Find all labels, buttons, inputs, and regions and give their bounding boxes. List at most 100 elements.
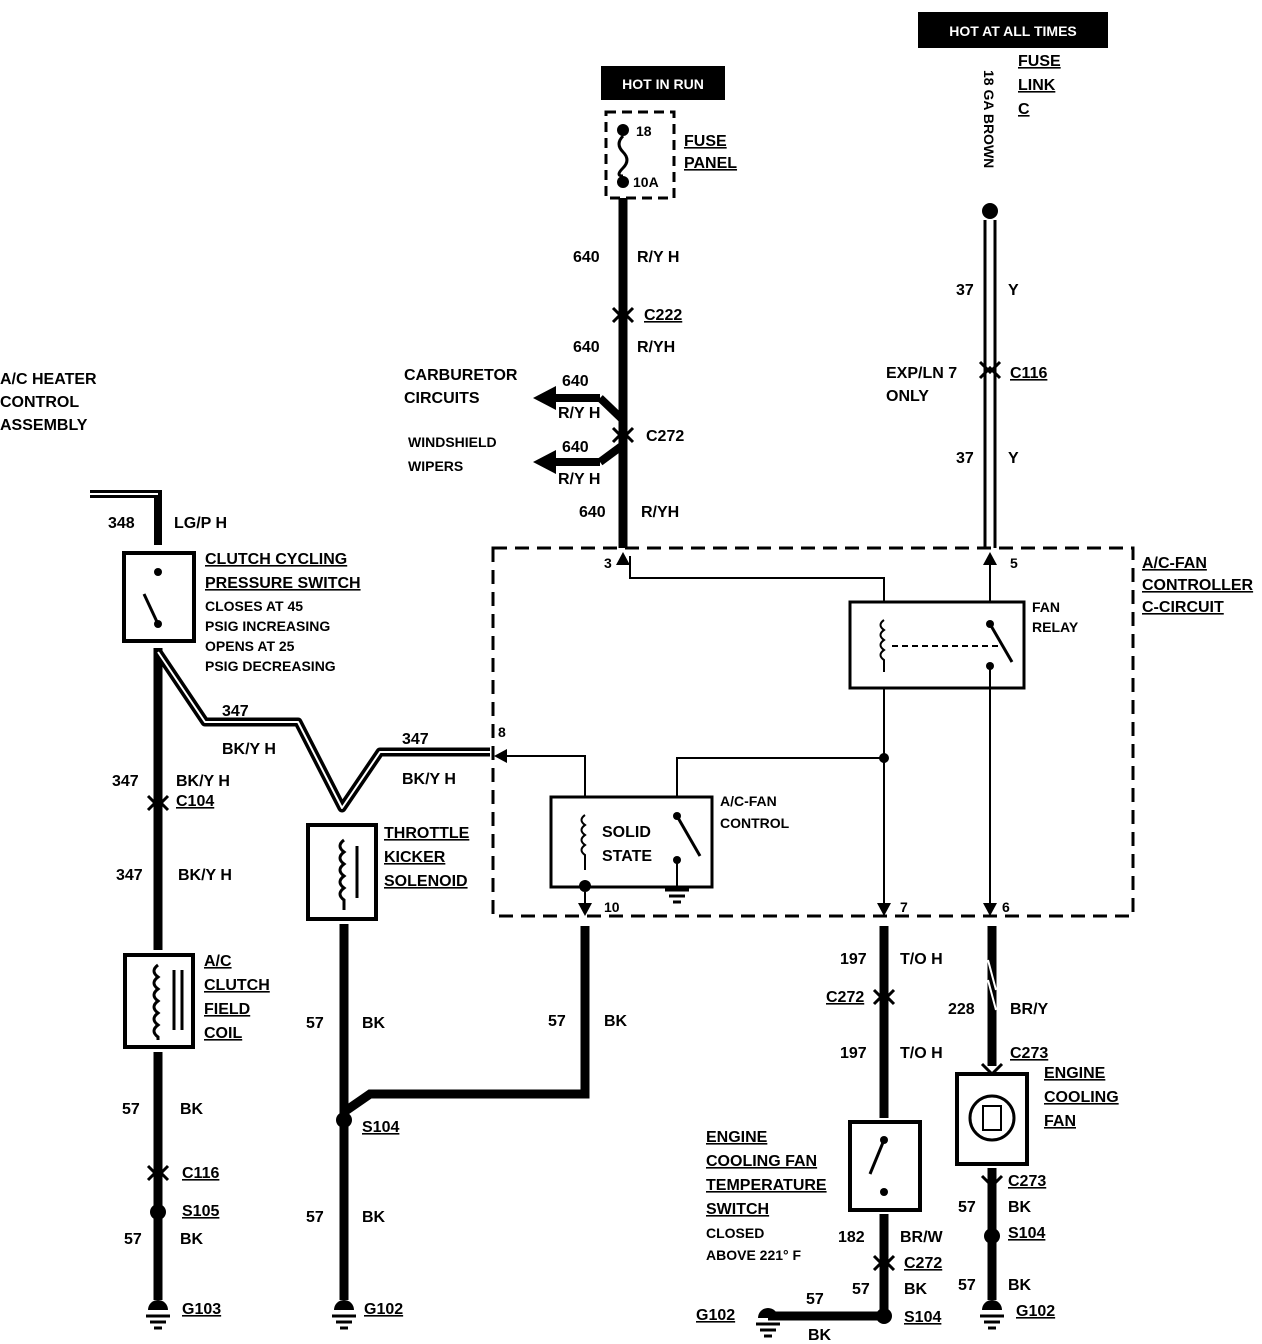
- heater-label-1: A/C HEATER: [0, 371, 97, 388]
- pin-7-label: 7: [900, 899, 908, 915]
- splice-s104-mid: [876, 1308, 892, 1324]
- hot-in-run-label: HOT IN RUN: [622, 76, 704, 92]
- carb-arrow: [533, 386, 556, 410]
- circuit-bk-left-2: BK: [180, 1231, 204, 1248]
- fuse-panel-label-1: FUSE: [684, 133, 727, 150]
- ground-g102-mid-icon: [756, 1308, 780, 1338]
- circuit-57-right-1: 57: [958, 1199, 976, 1216]
- circuit-57-bottom: 57: [806, 1291, 824, 1308]
- connector-c272-mid-symbol: [872, 988, 896, 1006]
- ground-g102-mid-label: G102: [696, 1307, 735, 1324]
- fuse-link-label-2: LINK: [1018, 77, 1056, 94]
- connector-c104-symbol: [146, 794, 170, 812]
- clutch-switch-title-2: PRESSURE SWITCH: [205, 575, 361, 592]
- circuit-bkyh-label-left-1: BK/Y H: [176, 773, 230, 790]
- wire-228-stripe: [987, 959, 997, 1011]
- circuit-228-label: 228: [948, 1001, 975, 1018]
- circuit-bk-bottom-mid: BK: [904, 1281, 928, 1298]
- circuit-ryh-label-2: R/YH: [637, 339, 675, 356]
- throttle-label-2: KICKER: [384, 849, 446, 866]
- clutch-coil-label-2: CLUTCH: [204, 977, 270, 994]
- ac-fan-controller-box: [491, 546, 1135, 918]
- connector-c273-bottom-label: C273: [1008, 1173, 1046, 1190]
- fan-relay-label-2: RELAY: [1032, 619, 1079, 635]
- fan-motor-armature: [982, 1105, 1002, 1131]
- circuit-640-label-1: 640: [573, 249, 600, 266]
- ground-g102-left-icon: [332, 1300, 356, 1330]
- temp-switch-box: [848, 1120, 922, 1212]
- wire-347-branch-stripe: [157, 651, 490, 809]
- circuit-bk-bottom: BK: [808, 1327, 832, 1344]
- clutch-switch-note-4: PSIG DECREASING: [205, 658, 336, 674]
- circuit-347-label-branch: 347: [222, 703, 249, 720]
- clutch-coil-winding: [152, 963, 161, 1040]
- pin-8-label: 8: [498, 724, 506, 740]
- solid-state-junction: [579, 880, 591, 892]
- carb-label-2: CIRCUITS: [404, 390, 480, 407]
- pin-8-arrow: [494, 749, 507, 763]
- ground-g102-right-label: G102: [1016, 1303, 1055, 1320]
- circuit-toh-label-2: T/O H: [900, 1045, 943, 1062]
- fan-relay-arm: [988, 623, 1014, 663]
- circuit-ryh-label-3: R/YH: [641, 504, 679, 521]
- exp-label-1: EXP/LN 7: [886, 365, 957, 382]
- splice-s104-left: [336, 1112, 352, 1128]
- wire-57-ctrl: [341, 926, 590, 1116]
- pin-3-arrow: [616, 552, 630, 565]
- heater-label-2: CONTROL: [0, 394, 79, 411]
- temp-switch-note-1: CLOSED: [706, 1225, 764, 1241]
- internal-wire-3: [629, 556, 885, 602]
- fuse-link-label-3: C: [1018, 101, 1030, 118]
- fuse-terminal-top: [617, 124, 629, 136]
- connector-c272-top-symbol: [611, 426, 635, 444]
- circuit-57-left-1: 57: [122, 1101, 140, 1118]
- internal-wire-8: [500, 755, 586, 800]
- pin-6-arrow: [983, 903, 997, 916]
- connector-c272-bottom-symbol: [872, 1254, 896, 1272]
- controller-label-1: A/C-FAN: [1142, 555, 1207, 572]
- circuit-57-throttle-2: 57: [306, 1209, 324, 1226]
- circuit-57-left-2: 57: [124, 1231, 142, 1248]
- throttle-kicker-winding: [338, 838, 347, 910]
- connector-c222-symbol: [611, 306, 635, 324]
- circuit-bk-throttle-1: BK: [362, 1015, 386, 1032]
- circuit-57-right-2: 57: [958, 1277, 976, 1294]
- temp-switch-label-3: TEMPERATURE: [706, 1177, 827, 1194]
- splice-s104-mid-label: S104: [904, 1309, 941, 1326]
- ground-g103-icon: [146, 1300, 170, 1330]
- fuse-element: [617, 134, 629, 178]
- splice-s105: [150, 1204, 166, 1220]
- pin-6-label: 6: [1002, 899, 1010, 915]
- hot-in-run-box: [601, 66, 725, 100]
- controller-label-3: C-CIRCUIT: [1142, 599, 1224, 616]
- pin-7-arrow: [877, 903, 891, 916]
- circuit-y-label-2: Y: [1008, 450, 1019, 467]
- pin-10-label: 10: [604, 899, 620, 915]
- circuit-y-label-1: Y: [1008, 282, 1019, 299]
- fuse-panel-label-2: PANEL: [684, 155, 737, 172]
- clutch-switch-title-1: CLUTCH CYCLING: [205, 551, 347, 568]
- temp-switch-contact-bottom: [880, 1188, 888, 1196]
- circuit-197-label-1: 197: [840, 951, 867, 968]
- circuit-57-throttle-1: 57: [306, 1015, 324, 1032]
- circuit-ryh-wiper: R/Y H: [558, 471, 600, 488]
- exp-label-2: ONLY: [886, 388, 929, 405]
- cooling-fan-label-3: FAN: [1044, 1113, 1076, 1130]
- throttle-label-1: THROTTLE: [384, 825, 470, 842]
- circuit-bk-right-2: BK: [1008, 1277, 1032, 1294]
- pin-5-arrow: [983, 552, 997, 565]
- temp-switch-label-1: ENGINE: [706, 1129, 768, 1146]
- circuit-bk-throttle-2: BK: [362, 1209, 386, 1226]
- temp-switch-note-2: ABOVE 221° F: [706, 1247, 802, 1263]
- connector-c272-label-top: C272: [646, 428, 684, 445]
- circuit-640-label-3: 640: [579, 504, 606, 521]
- solid-state-coil: [580, 814, 587, 870]
- connector-c116-top-label: C116: [1010, 365, 1047, 382]
- circuit-toh-label-1: T/O H: [900, 951, 943, 968]
- wiper-arrow: [533, 450, 556, 474]
- clutch-switch-contact-top: [154, 568, 162, 576]
- circuit-bk-right-1: BK: [1008, 1199, 1032, 1216]
- circuit-640-wiper: 640: [562, 439, 589, 456]
- wire-wiper-branch: [597, 441, 626, 466]
